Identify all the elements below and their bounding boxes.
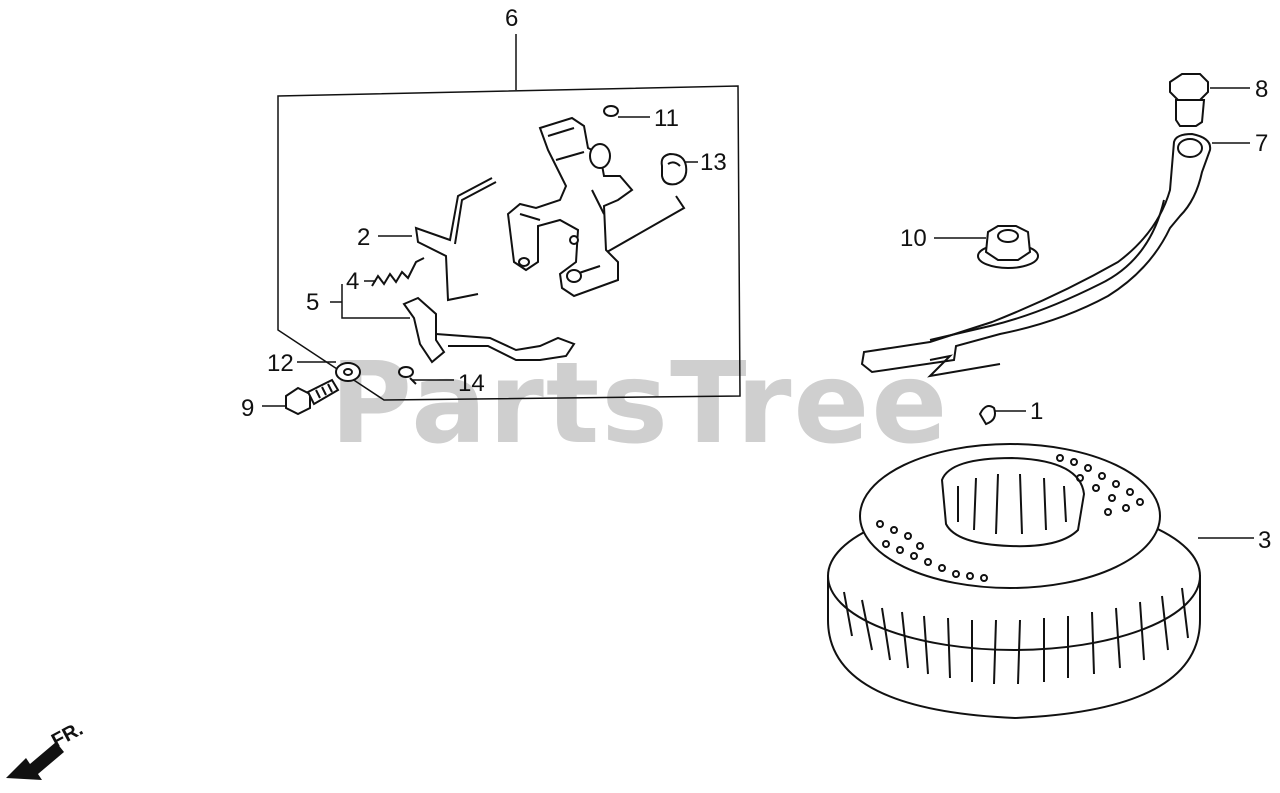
- callout-8: 8: [1255, 76, 1268, 103]
- callout-2: 2: [357, 224, 370, 251]
- lever-part-5: [402, 296, 576, 364]
- callout-14: 14: [458, 370, 485, 397]
- clip-part-13: [599, 152, 688, 257]
- screw-part-14: [398, 366, 417, 385]
- callout-7: 7: [1255, 130, 1268, 157]
- leader-5: [330, 284, 410, 319]
- callout-3: 3: [1258, 527, 1271, 554]
- callout-12: 12: [267, 350, 294, 377]
- callout-13: 13: [700, 149, 727, 176]
- flange-nut-part-10: [977, 225, 1039, 269]
- bolt-part-9: [285, 378, 340, 416]
- control-bracket: [506, 116, 634, 298]
- arm-part-7: [860, 132, 1212, 378]
- callout-10: 10: [900, 225, 927, 252]
- nut-part-8: [1169, 73, 1209, 127]
- washer-part-12: [335, 362, 361, 382]
- key-part-1: [978, 405, 996, 426]
- rod-part-2: [414, 177, 497, 302]
- washer-part-11: [603, 105, 619, 117]
- assembly-box-6: [277, 34, 741, 401]
- callout-9: 9: [241, 395, 254, 422]
- callout-1: 1: [1030, 398, 1043, 425]
- callout-5: 5: [306, 289, 319, 316]
- callout-6: 6: [505, 5, 518, 32]
- watermark: PartsTree: [330, 339, 949, 469]
- spring-part-4: [371, 257, 425, 287]
- callout-4: 4: [346, 268, 359, 295]
- front-direction-arrow-icon: [6, 742, 64, 780]
- callout-11: 11: [654, 105, 679, 132]
- flywheel-part-3: [827, 443, 1201, 720]
